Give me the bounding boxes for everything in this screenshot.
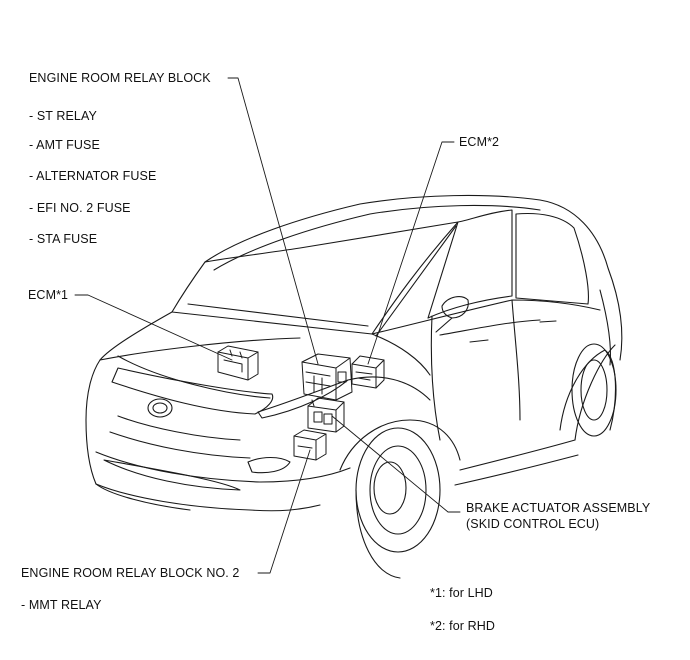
engine-room-relay-block-component bbox=[301, 353, 353, 401]
skid-control-ecu-label: (SKID CONTROL ECU) bbox=[466, 517, 600, 531]
leader-ecm-2 bbox=[367, 141, 455, 365]
ecm-rhd-label: ECM*2 bbox=[459, 135, 500, 149]
mmt-relay-item: - MMT RELAY bbox=[21, 598, 102, 612]
leader-lines bbox=[74, 77, 461, 574]
engine-room-relay-block-no2-component bbox=[293, 429, 327, 461]
leader-ecm-1 bbox=[74, 294, 233, 361]
leader-engine-room-relay-block bbox=[227, 77, 319, 365]
front-wheel bbox=[355, 427, 441, 579]
ecm-lhd-label: ECM*1 bbox=[28, 288, 69, 302]
engine-room-relay-block-label: ENGINE ROOM RELAY BLOCK bbox=[29, 71, 211, 85]
leader-engine-room-relay-block-no2 bbox=[257, 449, 311, 574]
ecm-rhd-component bbox=[351, 355, 385, 389]
car-outline bbox=[85, 194, 623, 512]
footnote-lhd: *1: for LHD bbox=[430, 586, 493, 600]
rear-wheel bbox=[571, 343, 617, 437]
leader-brake-actuator bbox=[331, 415, 461, 513]
alternator-fuse-item: - ALTERNATOR FUSE bbox=[29, 169, 157, 183]
brake-actuator-label: BRAKE ACTUATOR ASSEMBLY bbox=[466, 501, 651, 515]
engine-room-relay-block-no2-label: ENGINE ROOM RELAY BLOCK NO. 2 bbox=[21, 566, 240, 580]
ecm-lhd-component bbox=[217, 345, 259, 381]
sta-fuse-item: - STA FUSE bbox=[29, 232, 98, 246]
amt-fuse-item: - AMT FUSE bbox=[29, 138, 100, 152]
brake-actuator-component bbox=[307, 397, 345, 433]
st-relay-item: - ST RELAY bbox=[29, 109, 97, 123]
footnote-rhd: *2: for RHD bbox=[430, 619, 496, 633]
efi-no2-fuse-item: - EFI NO. 2 FUSE bbox=[29, 201, 131, 215]
